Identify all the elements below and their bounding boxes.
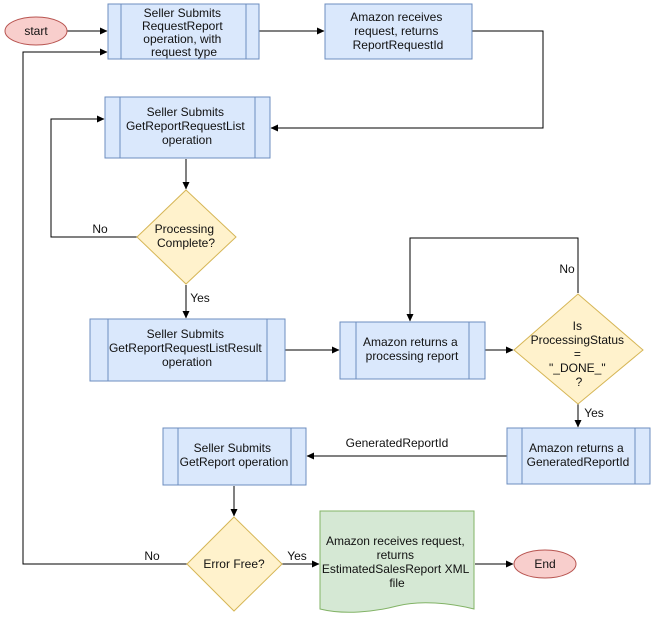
amazon-receives-line-1: Amazon receives (350, 10, 442, 24)
edge-error-no-loop (22, 48, 187, 565)
decision-processing-status-done: Is ProcessingStatus = "_DONE_" ? (513, 293, 644, 405)
label-status-no: No (559, 262, 575, 276)
processing-report-line-2: processing report (366, 349, 459, 363)
edge-processing-no-loop (50, 115, 137, 238)
label-error-no: No (144, 549, 160, 563)
connectors (22, 27, 582, 568)
request-list-line-1: Seller Submits (147, 105, 224, 119)
label-status-yes: Yes (584, 406, 604, 420)
status-line-5: ? (576, 375, 583, 389)
request-list-line-2: GetReportRequestList (126, 119, 245, 133)
label-processing-yes: Yes (190, 291, 210, 305)
decision-processing-complete: Processing Complete? (136, 189, 237, 285)
processing-complete-line-1: Processing (155, 222, 214, 236)
label-error-yes: Yes (287, 549, 307, 563)
status-line-3: = (574, 347, 581, 361)
process-submit-request-report: Seller Submits RequestReport operation, … (107, 3, 260, 60)
xml-line-1: Amazon receives request, (326, 534, 465, 548)
processing-complete-line-2: Complete? (157, 236, 215, 250)
svg-text:Amazon receives request,: Amazon receives request, returns Estimat… (322, 534, 472, 590)
start-label: start (24, 24, 48, 38)
svg-text:Amazon returns a process: Amazon returns a processing report (363, 335, 461, 363)
xml-line-4: file (389, 576, 405, 590)
request-report-line-4: request type (151, 45, 217, 59)
end-label: End (534, 557, 555, 571)
label-generated-report-id: GeneratedReportId (346, 436, 449, 450)
generated-id-line-2: GeneratedReportId (527, 455, 630, 469)
svg-text:Processing Complete?: Processing Complete? (155, 222, 218, 250)
processing-report-line-1: Amazon returns a (363, 335, 458, 349)
list-result-line-1: Seller Submits (147, 327, 224, 341)
xml-line-3: EstimatedSalesReport XML (322, 562, 470, 576)
xml-line-2: returns (377, 548, 414, 562)
edge-labels: No Yes No Yes GeneratedReportId No Yes (92, 222, 603, 563)
get-report-line-2: GetReport operation (180, 455, 289, 469)
error-free-label: Error Free? (203, 557, 265, 571)
process-submit-get-report-request-list: Seller Submits GetReportRequestList oper… (104, 96, 271, 159)
list-result-line-3: operation (162, 355, 212, 369)
request-list-line-3: operation (162, 133, 212, 147)
process-amazon-receives-request: Amazon receives request, returns ReportR… (324, 3, 473, 60)
process-submit-get-report-request-list-result: Seller Submits GetReportRequestListResul… (89, 318, 286, 382)
generated-id-line-1: Amazon returns a (529, 441, 624, 455)
decision-error-free: Error Free? (186, 516, 283, 612)
svg-text:Seller Submits GetReport: Seller Submits GetReportRequestList oper… (126, 105, 248, 147)
process-amazon-returns-generated-report-id: Amazon returns a GeneratedReportId (506, 427, 651, 485)
status-line-1: Is (573, 319, 582, 333)
request-report-line-3: operation, with (143, 32, 221, 46)
document-estimated-sales-report-xml: Amazon receives request, returns Estimat… (319, 510, 475, 613)
svg-text:Seller Submits RequestRe: Seller Submits RequestReport operation, … (142, 6, 226, 59)
svg-text:Amazon receives request,: Amazon receives request, returns ReportR… (350, 10, 445, 52)
request-report-line-2: RequestReport (142, 19, 223, 33)
svg-text:Seller Submits GetReport: Seller Submits GetReport operation (180, 441, 289, 469)
status-line-4: "_DONE_" (549, 361, 606, 375)
label-processing-no: No (92, 222, 108, 236)
edge-status-no-loop (406, 237, 579, 322)
status-line-2: ProcessingStatus (531, 333, 624, 347)
svg-text:Amazon returns a Generat: Amazon returns a GeneratedReportId (527, 441, 630, 469)
list-result-line-2: GetReportRequestListResult (109, 341, 262, 355)
get-report-line-1: Seller Submits (194, 441, 271, 455)
start-terminator: start (4, 16, 68, 46)
request-report-line-1: Seller Submits (144, 6, 221, 20)
svg-text:Is ProcessingStatus: Is ProcessingStatus = "_DONE_" ? (531, 319, 628, 389)
svg-text:Seller Submits GetReport: Seller Submits GetReportRequestListResul… (109, 327, 265, 369)
process-amazon-returns-processing-report: Amazon returns a processing report (339, 321, 486, 380)
amazon-receives-line-3: ReportRequestId (353, 38, 444, 52)
process-submit-get-report: Seller Submits GetReport operation (162, 427, 307, 486)
amazon-receives-line-2: request, returns (354, 24, 438, 38)
end-terminator: End (513, 549, 577, 579)
edge-amazon-receives-to-request-list (270, 30, 544, 132)
